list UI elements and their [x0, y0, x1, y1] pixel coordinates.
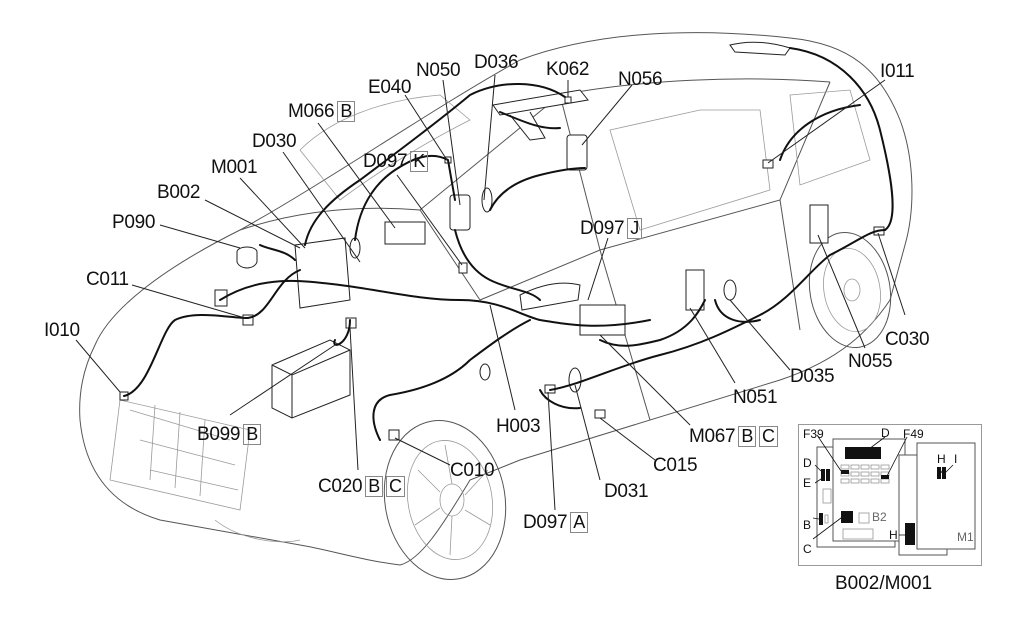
label-box: K — [410, 151, 428, 172]
label-text: D097 — [523, 512, 568, 533]
label-C010: C010 — [450, 460, 495, 481]
inset-caption: B002/M001 — [835, 573, 933, 594]
label-box: B — [365, 476, 383, 497]
label-P090: P090 — [112, 213, 155, 232]
label-text: M067 — [689, 426, 736, 447]
inset-label-H-right: H — [937, 452, 946, 466]
label-D036: D036 — [474, 52, 519, 73]
inset-label-C: C — [803, 542, 812, 556]
label-D030: D030 — [252, 131, 297, 152]
label-text: N056 — [618, 69, 663, 90]
label-C015: C015 — [653, 455, 698, 476]
inset-label-H-left: H — [889, 528, 898, 542]
label-text: C030 — [885, 329, 930, 350]
inset-label-B2: B2 — [872, 510, 887, 524]
label-text: D035 — [790, 366, 835, 387]
label-text: B002 — [157, 182, 201, 203]
leader-lines — [75, 74, 906, 511]
label-I010: I010 — [44, 321, 80, 340]
label-text: C015 — [653, 455, 698, 476]
label-E040: E040 — [368, 78, 411, 97]
label-M001: M001 — [211, 157, 258, 178]
label-text: E040 — [368, 77, 412, 98]
label-text: H003 — [496, 416, 541, 437]
label-text: C010 — [450, 460, 495, 481]
label-text: K062 — [546, 59, 590, 80]
label-box: B — [243, 424, 261, 445]
label-text: N050 — [416, 60, 461, 81]
label-H003: H003 — [496, 416, 541, 437]
label-N050: N050 — [416, 60, 461, 81]
label-box: J — [627, 218, 642, 239]
label-text: N051 — [733, 387, 778, 408]
label-I011: I011 — [880, 61, 915, 82]
label-D031: D031 — [604, 481, 649, 502]
label-text: D036 — [474, 52, 519, 73]
label-text: N055 — [848, 351, 893, 372]
label-box: C — [385, 476, 405, 497]
inset-label-D-top: D — [881, 426, 890, 440]
label-text: C020 — [318, 476, 363, 497]
fuse-box-inset: F39 D F49 D E B C B2 H I H M1 — [798, 424, 982, 566]
label-text: D030 — [252, 131, 297, 152]
label-box: B — [337, 101, 356, 122]
inset-label-D-left: D — [803, 456, 812, 470]
wiring-harness — [123, 47, 894, 441]
label-text: M066 — [288, 101, 335, 122]
label-text: C011 — [86, 269, 129, 290]
label-N056: N056 — [618, 69, 663, 90]
label-text: B099 — [197, 424, 241, 445]
label-N051: N051 — [733, 387, 778, 408]
inset-label-I: I — [954, 452, 958, 466]
label-D035: D035 — [790, 366, 835, 387]
label-text: D031 — [604, 481, 649, 502]
label-C011: C011 — [86, 270, 129, 289]
label-text: D097 — [363, 151, 408, 172]
label-text: I010 — [44, 320, 80, 341]
label-text: M001 — [211, 157, 258, 178]
label-text: D097 — [580, 218, 625, 239]
label-B002: B002 — [157, 183, 200, 202]
label-box: B — [738, 426, 757, 447]
inset-label-E: E — [803, 476, 812, 490]
label-C030: C030 — [885, 329, 930, 350]
label-N055: N055 — [848, 351, 893, 372]
inset-label-F39: F39 — [803, 427, 824, 441]
label-box: C — [759, 426, 778, 447]
fuse-box-detail-drawing — [812, 434, 976, 556]
label-box: A — [570, 512, 588, 533]
label-text: P090 — [112, 212, 156, 233]
inset-label-F49: F49 — [903, 427, 924, 441]
label-K062: K062 — [546, 60, 589, 79]
car-body — [79, 32, 913, 580]
inset-label-M1: M1 — [957, 530, 974, 544]
label-text: I011 — [880, 61, 915, 82]
inset-label-B: B — [803, 518, 812, 532]
